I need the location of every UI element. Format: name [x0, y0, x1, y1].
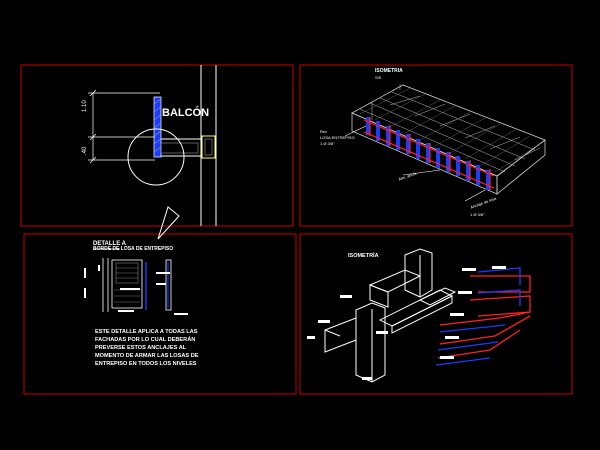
detail-leader-triangle: [157, 206, 180, 240]
panel-3-frame: [23, 233, 297, 395]
panel-frames: [20, 64, 573, 395]
panel-2-subtitle: S/E: [375, 75, 382, 80]
detail-callout-circle: [127, 128, 185, 186]
panel-2-frame: [299, 64, 573, 227]
panel-2-label-left-2: LOSA ENTREPISO: [320, 135, 355, 140]
column-lower: [355, 302, 386, 383]
panel-3-note-line: ENTREPISO EN TODOS LOS NIVELES: [95, 360, 197, 367]
balcony-parapet: [153, 96, 162, 158]
panel-1-balcony-section: [88, 65, 217, 240]
panel-3-note-line: ESTE DETALLE APLICA A TODAS LAS: [95, 329, 198, 335]
panel-2-title: ISOMETRIA: [375, 68, 403, 74]
panel-2-slab-isometric: [344, 84, 546, 202]
panel-3-note: ESTE DETALLE APLICA A TODAS LAS FACHADAS…: [95, 329, 245, 368]
panel-3-note-line: MOMENTO DE ARMAR LAS LOSAS DE: [95, 352, 199, 359]
detail-wall: [111, 259, 143, 309]
panel-4-isometric-frame: [307, 248, 531, 383]
panel-2-label-left-3: 1 Ø 3/8": [320, 141, 335, 146]
panel-4-frame: [299, 233, 573, 395]
panel-3-note-line: PREVERSE ESTOS ANCLAJES AL: [95, 344, 187, 351]
panel-4-title: ISOMETRÍA: [348, 253, 379, 259]
column-main: [404, 248, 433, 298]
panel-1-dim-lower: .40: [82, 146, 88, 155]
panel-2-label-left-1: Rev: [320, 129, 328, 134]
panel-1-dim-upper: 1.10: [82, 100, 88, 112]
wall-beam: [201, 135, 216, 159]
panel-3-note-line: FACHADAS POR LO CUAL DEBERÁN: [95, 336, 196, 343]
panel-3-detail-a: [84, 248, 188, 315]
panel-3-title: DETALLE A: [93, 241, 126, 247]
panel-1-frame: [20, 64, 294, 227]
balcony-slab: [154, 138, 202, 157]
panel-3-subtitle: BORDE DE LOSA DE ENTREPISO: [93, 246, 174, 252]
panel-1-title: BALCÓN: [162, 107, 210, 119]
anchor-bars-front: [366, 117, 490, 190]
panel-2-label-bottom-3: 1 Ø 3/8": [470, 212, 485, 217]
